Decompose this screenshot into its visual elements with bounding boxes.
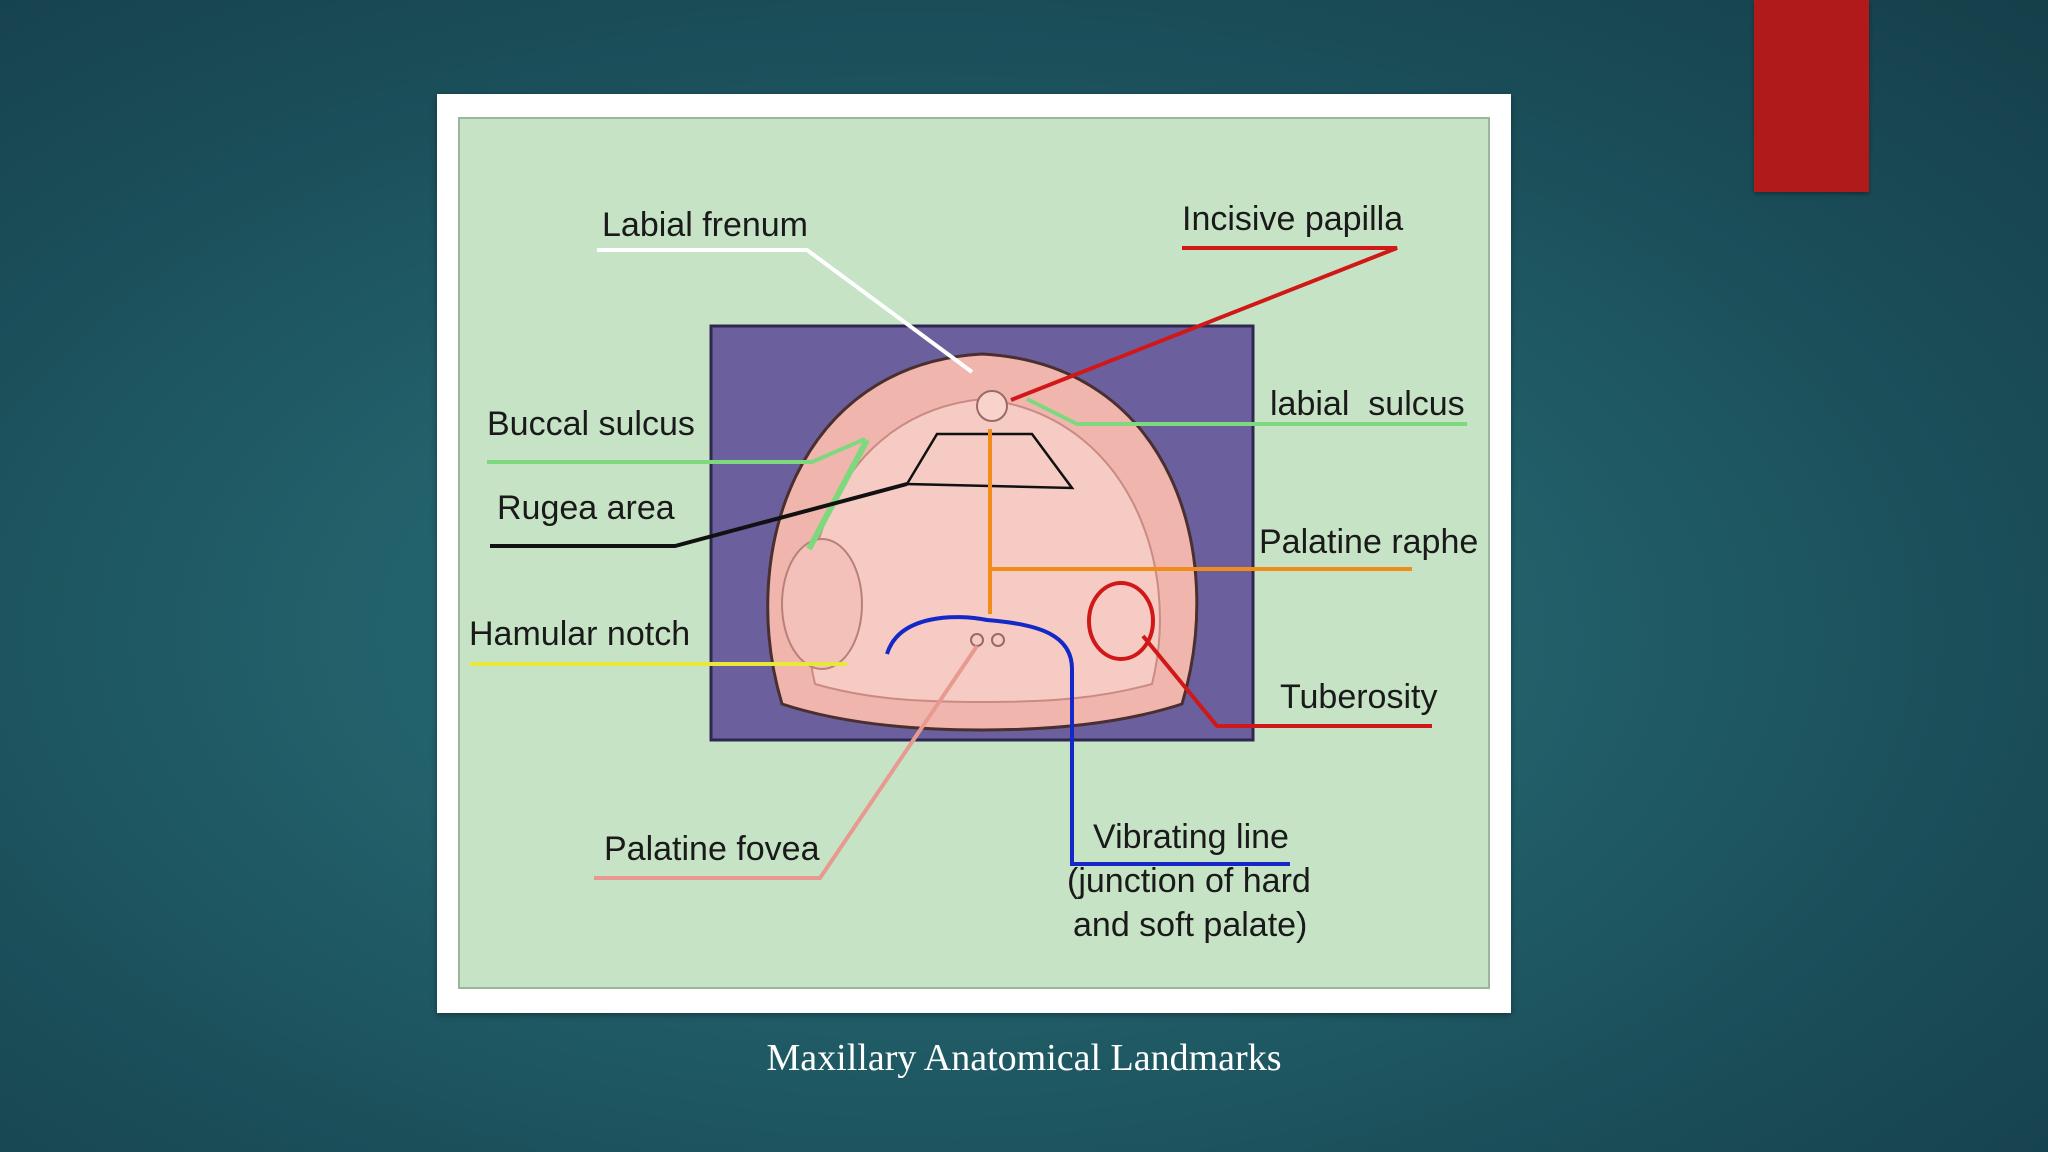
left-tuberosity-bulge — [781, 538, 863, 670]
incisive-papilla-mark — [976, 390, 1008, 422]
labial-frenum-leader — [597, 248, 974, 374]
rugea-area-leader — [490, 482, 908, 548]
diagram-frame: Labial frenum Incisive papilla Buccal su… — [437, 94, 1511, 1013]
palatine-fovea-leader — [594, 644, 979, 880]
tuberosity-circle — [1087, 581, 1155, 661]
incisive-papilla-leader — [1010, 246, 1398, 402]
labial-sulcus-leader — [1026, 397, 1467, 426]
vibrating-line — [885, 615, 1290, 866]
label-palatine-fovea: Palatine fovea — [604, 830, 820, 868]
label-incisive-papilla: Incisive papilla — [1182, 200, 1403, 238]
label-vibrating-line-sub2: and soft palate) — [1073, 906, 1307, 944]
buccal-sulcus-mark — [806, 438, 870, 551]
label-vibrating-line: Vibrating line — [1093, 818, 1289, 856]
slide-accent-bar — [1754, 0, 1869, 192]
rugae-outline — [904, 432, 1075, 490]
maxillary-landmarks-diagram: Labial frenum Incisive papilla Buccal su… — [458, 117, 1490, 989]
tuberosity-leader — [1141, 634, 1432, 728]
label-buccal-sulcus: Buccal sulcus — [487, 405, 695, 443]
label-hamular-notch: Hamular notch — [469, 615, 690, 653]
label-labial-sulcus: labial sulcus — [1270, 385, 1465, 423]
slide-caption: Maxillary Anatomical Landmarks — [766, 1037, 1282, 1079]
label-vibrating-line-sub1: (junction of hard — [1067, 862, 1311, 900]
label-tuberosity: Tuberosity — [1280, 678, 1437, 716]
label-rugea-area: Rugea area — [497, 489, 675, 527]
label-labial-frenum: Labial frenum — [602, 206, 808, 244]
buccal-sulcus-leader — [487, 437, 866, 464]
palatine-fovea-dot-right — [991, 633, 1005, 647]
label-palatine-raphe: Palatine raphe — [1259, 523, 1478, 561]
